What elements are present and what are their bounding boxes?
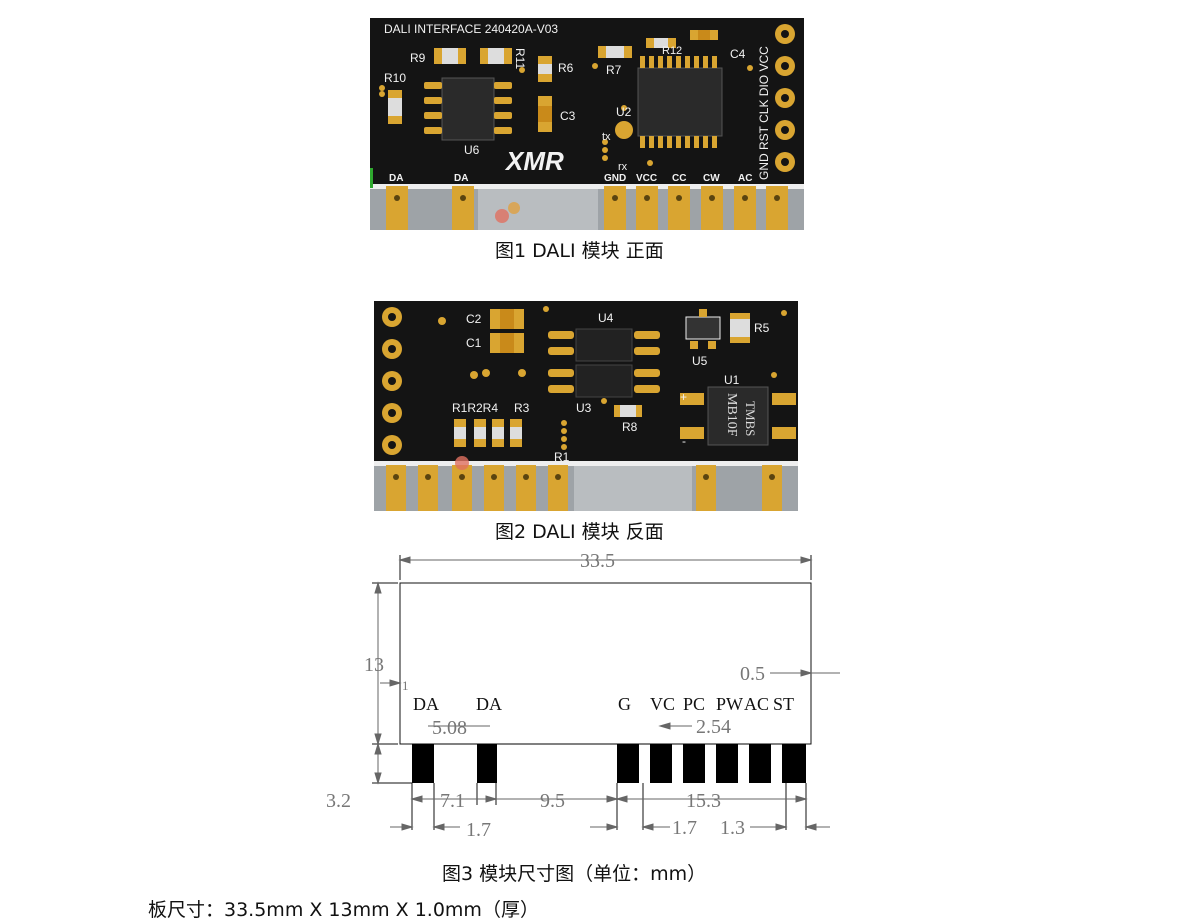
svg-text:+: + xyxy=(680,390,687,404)
silk-r12: R12 xyxy=(662,45,682,57)
dim-one: 1 xyxy=(402,678,409,693)
bridge-marking: MB10F xyxy=(724,393,739,437)
silk-c2: C2 xyxy=(466,312,482,326)
silk-u2: U2 xyxy=(616,105,632,119)
dimension-svg: 33.5 13 3.2 0.5 5.08 7.1 9.5 15.3 1.7 1.… xyxy=(326,550,840,841)
silk-rx: rx xyxy=(618,161,628,173)
silk-u5: U5 xyxy=(692,354,708,368)
silk-u4: U4 xyxy=(598,311,614,325)
figure2-pcb-photo: MB10F TMBS C2 C1 U4 U3 U5 R5 U1 R8 R1R2R… xyxy=(374,301,798,511)
pin-label: AC xyxy=(738,173,752,184)
svg-text:-: - xyxy=(682,434,686,448)
pin-label: DA xyxy=(413,694,439,714)
pin-label: ST xyxy=(773,694,794,714)
figure3-caption: 图3 模块尺寸图（单位：mm） xyxy=(442,863,707,885)
silk-c4: C4 xyxy=(730,47,746,61)
pin-label: VCC xyxy=(636,173,657,184)
bridge-marking-2: TMBS xyxy=(743,401,758,436)
dim-da-pitch: 5.08 xyxy=(432,717,467,739)
silk-r10: R10 xyxy=(384,71,406,85)
dim-pin-pitch: 2.54 xyxy=(696,716,731,738)
board-size-text: 板尺寸：33.5mm X 13mm X 1.0mm（厚） xyxy=(148,899,539,921)
silk-c3: C3 xyxy=(560,109,576,123)
silk-u1: U1 xyxy=(724,373,740,387)
figure2-pcb-drawing: MB10F TMBS C2 C1 U4 U3 U5 R5 U1 R8 R1R2R… xyxy=(374,301,798,511)
silk-r1b: R1 xyxy=(554,450,570,464)
silk-r6: R6 xyxy=(558,61,574,75)
pin-label: CC xyxy=(672,173,686,184)
silk-c1: C1 xyxy=(466,336,482,350)
figure1-pcb-drawing: DALI INTERFACE 240420A-V03 xyxy=(370,18,804,230)
pin-label: DA xyxy=(389,173,403,184)
silk-r7: R7 xyxy=(606,63,622,77)
silk-u6: U6 xyxy=(464,143,480,157)
silk-r8: R8 xyxy=(622,420,638,434)
silk-tx: tx xyxy=(602,131,611,143)
pin-label: PW xyxy=(716,694,743,714)
figure1-pcb-photo: DALI INTERFACE 240420A-V03 xyxy=(370,18,804,230)
silk-r1r2r4: R1R2R4 xyxy=(452,401,498,415)
dim-height: 13 xyxy=(364,654,384,676)
silk-r3: R3 xyxy=(514,401,530,415)
figure1-caption: 图1 DALI 模块 正面 xyxy=(495,240,664,262)
pin-label: AC xyxy=(744,694,769,714)
silk-r11: R11 xyxy=(513,48,527,69)
silk-r9: R9 xyxy=(410,51,426,65)
dim-pin-width-2: 1.7 xyxy=(672,817,697,839)
pin-label: VC xyxy=(650,694,675,714)
dim-span: 15.3 xyxy=(686,790,721,812)
dim-gap1: 7.1 xyxy=(440,790,465,812)
silk-u3: U3 xyxy=(576,401,592,415)
dim-width: 33.5 xyxy=(580,550,615,572)
board-title: DALI INTERFACE 240420A-V03 xyxy=(384,22,558,36)
silk-r5: R5 xyxy=(754,321,770,335)
figure3-dimension-drawing: 33.5 13 3.2 0.5 5.08 7.1 9.5 15.3 1.7 1.… xyxy=(320,550,860,850)
pin-label: DA xyxy=(476,694,502,714)
pin-label: DA xyxy=(454,173,468,184)
dim-pin-length: 3.2 xyxy=(326,790,351,812)
dim-edge: 0.5 xyxy=(740,663,765,685)
right-header-label: GND RST CLK DIO VCC xyxy=(757,46,771,180)
dim-pin-space: 1.3 xyxy=(720,817,745,839)
pin-label: PC xyxy=(683,694,705,714)
pin-label: G xyxy=(618,694,631,714)
figure2-caption: 图2 DALI 模块 反面 xyxy=(495,521,664,543)
dim-gap2: 9.5 xyxy=(540,790,565,812)
pin-label: CW xyxy=(703,173,720,184)
dim-pin-width-1: 1.7 xyxy=(466,819,491,841)
pin-label: GND xyxy=(604,173,626,184)
xmr-logo: XMR xyxy=(504,146,564,176)
